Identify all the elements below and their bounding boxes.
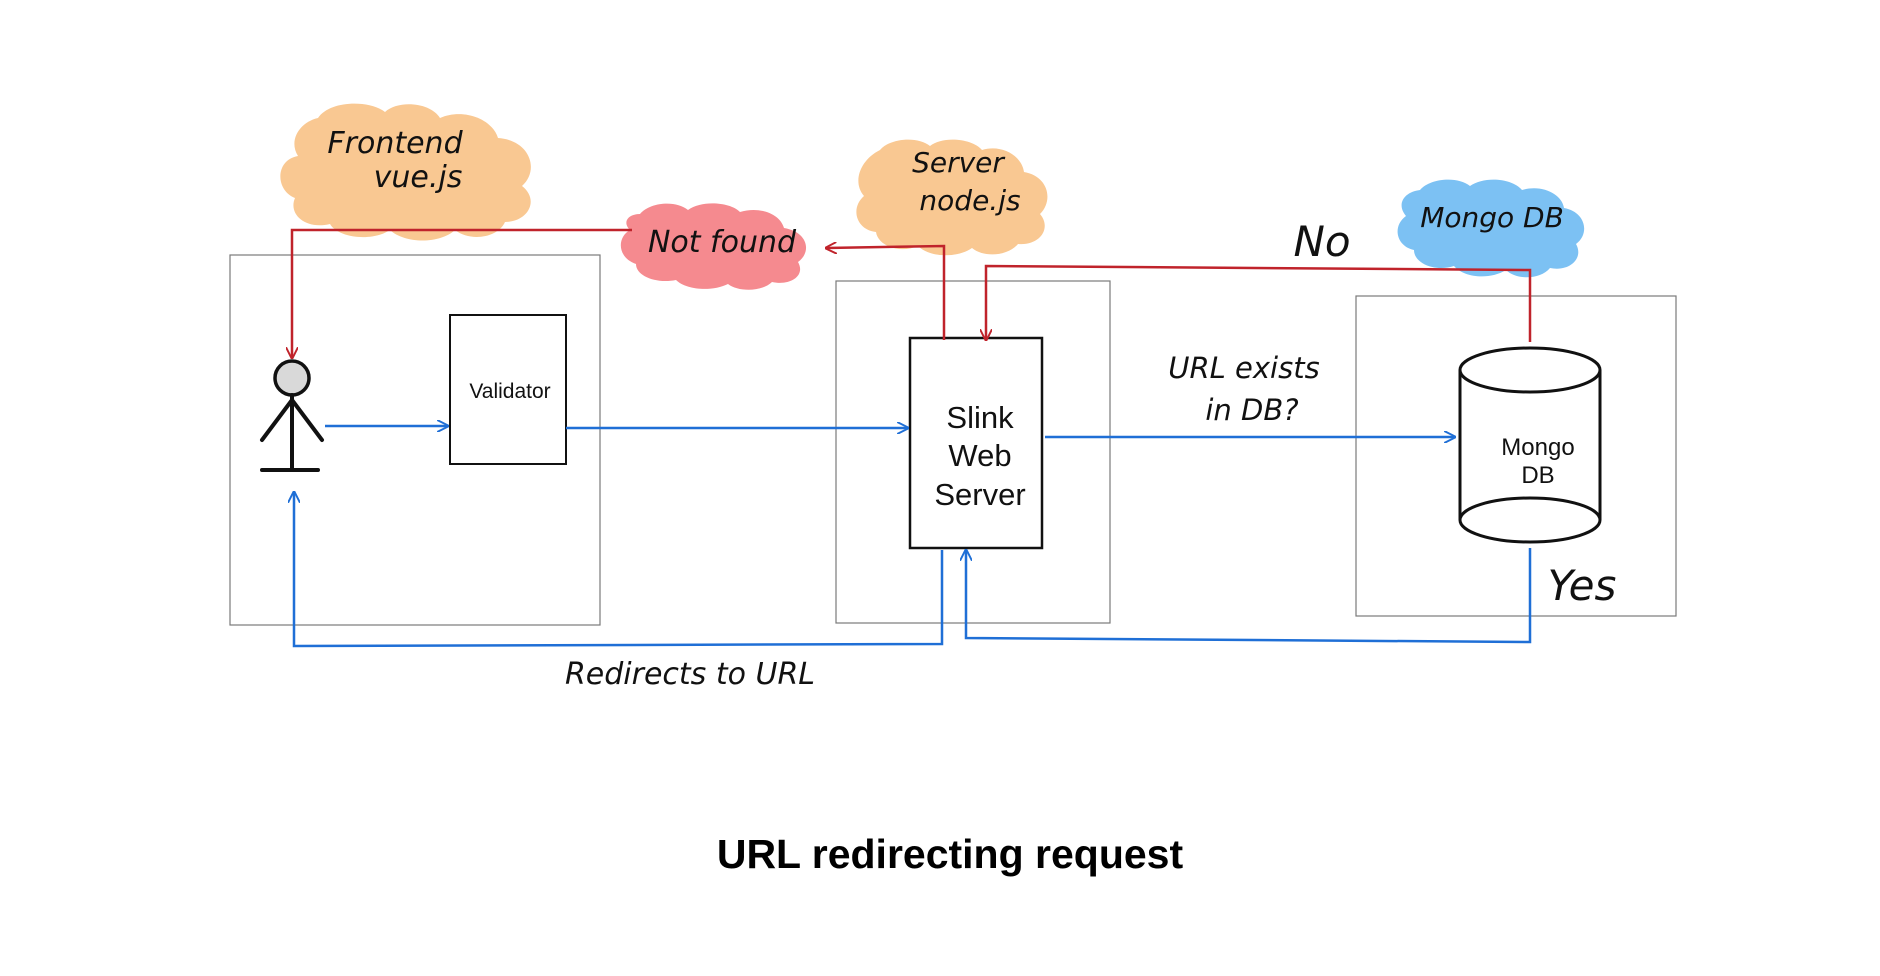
not-found-to-user-arrow <box>292 228 632 358</box>
no-label: No <box>1293 217 1350 266</box>
redirects-label: Redirects to URL <box>565 657 815 692</box>
db-label-line2: DB <box>1521 462 1554 489</box>
web-server-label-line2: Web <box>948 438 1011 473</box>
frontend-frame <box>229 254 601 626</box>
diagram-caption: URL redirecting request <box>717 831 1184 877</box>
database-frame <box>1355 295 1677 617</box>
validator-box: Validator <box>449 314 567 465</box>
db-yes-to-server-arrow <box>966 548 1532 644</box>
not-found-cloud: Not found <box>620 203 807 290</box>
web-server-box: Slink Web Server <box>908 336 1044 550</box>
validator-label: Validator <box>469 380 550 403</box>
server-frame <box>835 280 1111 624</box>
stick-figure-icon <box>260 359 324 472</box>
web-server-label-line1: Slink <box>946 400 1014 435</box>
frontend-cloud: Frontend vue.js <box>280 103 531 241</box>
cylinder-icon: Mongo DB <box>1458 346 1602 544</box>
url-exists-sublabel: in DB? <box>1205 393 1298 427</box>
url-exists-label: URL exists <box>1168 351 1319 385</box>
server-cloud-label: Server <box>912 146 1005 179</box>
mongo-cloud: Mongo DB <box>1397 179 1585 278</box>
db-no-to-server-arrow <box>986 264 1532 342</box>
db-label-line1: Mongo <box>1501 434 1574 461</box>
yes-label: Yes <box>1548 561 1617 610</box>
not-found-label: Not found <box>648 225 797 260</box>
server-cloud-sublabel: node.js <box>919 184 1020 217</box>
frontend-cloud-sublabel: vue.js <box>374 160 463 195</box>
frontend-cloud-label: Frontend <box>327 126 463 161</box>
server-cloud: Server node.js <box>856 139 1048 256</box>
server-to-not-found-arrow <box>826 246 946 340</box>
web-server-label-line3: Server <box>934 477 1025 512</box>
server-redirect-to-user-arrow <box>294 492 944 648</box>
mongo-cloud-label: Mongo DB <box>1420 201 1564 234</box>
